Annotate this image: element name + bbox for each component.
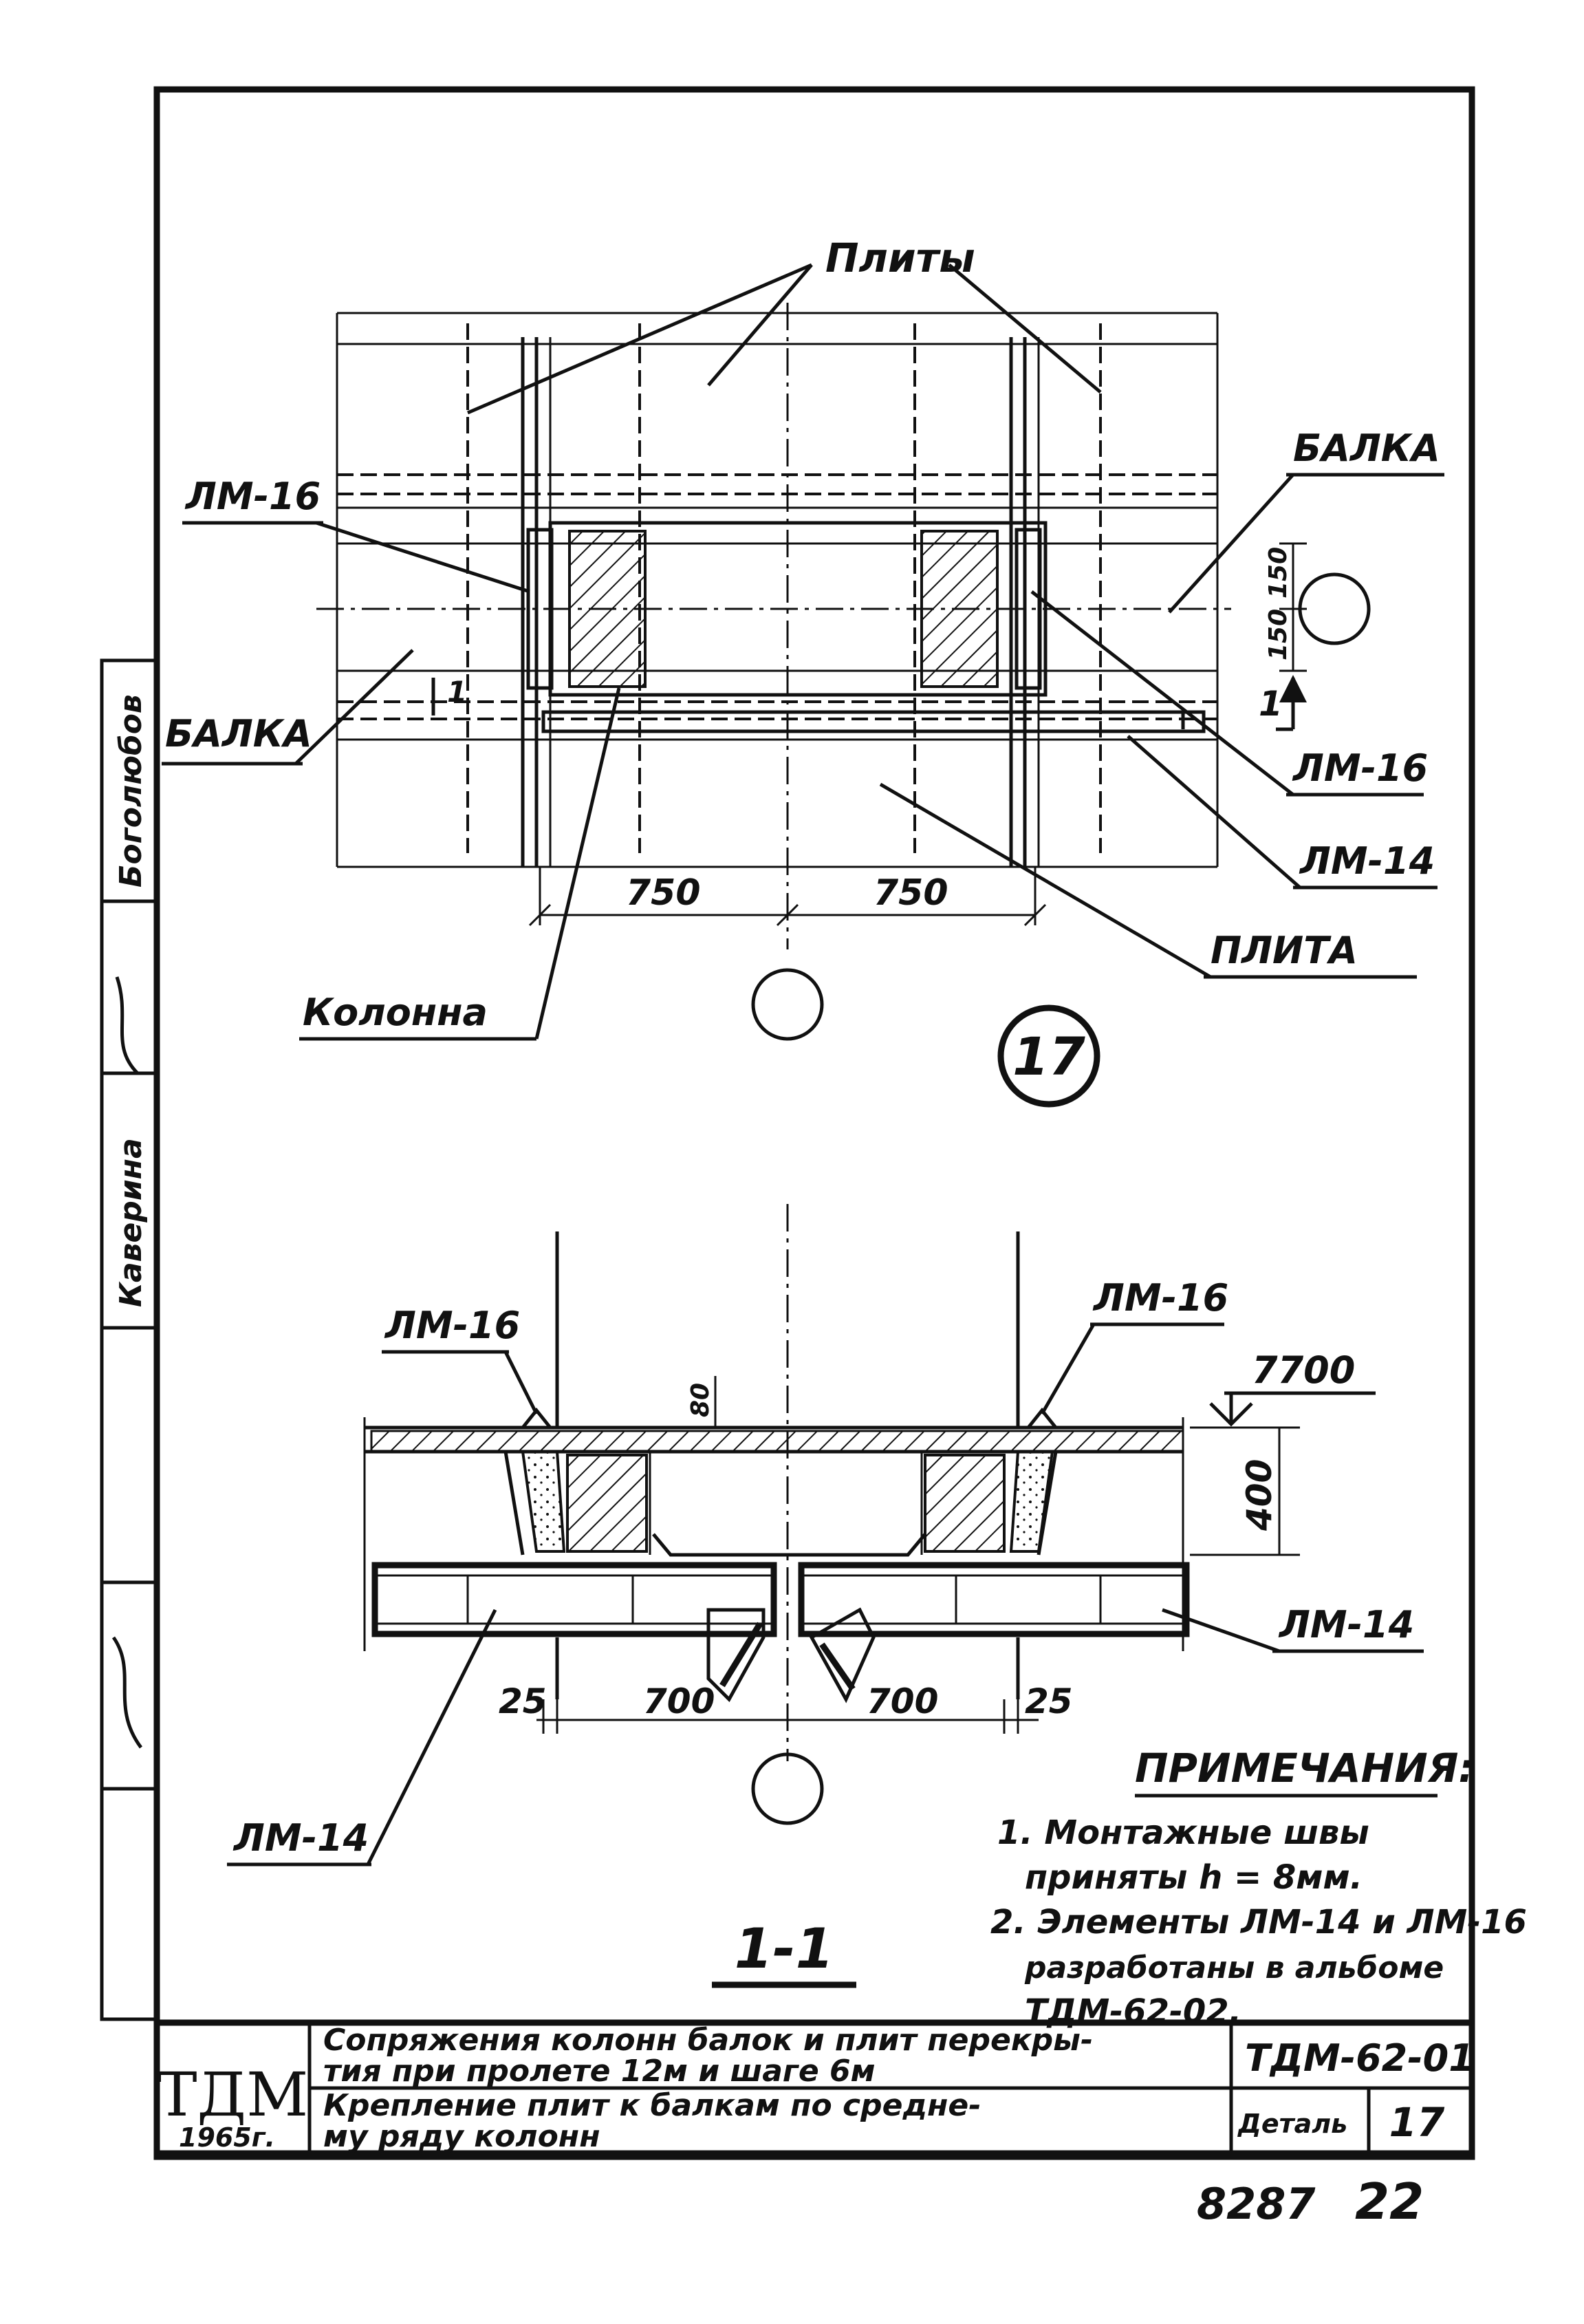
page-number: 22 <box>1355 2173 1424 2230</box>
note-line-1: 1. Монтажные швы <box>997 1814 1369 1852</box>
note-line-4: разработаны в альбоме <box>1024 1950 1444 1986</box>
label-plita: ПЛИТА <box>1211 929 1358 972</box>
detail-number: 17 <box>1012 1026 1085 1087</box>
label-balka-left: БАЛКА <box>165 712 312 755</box>
section-mark-right: 1 <box>1259 684 1283 724</box>
axis-marker-right <box>1298 572 1371 645</box>
label-balka-right: БАЛКА <box>1293 427 1440 470</box>
org-logo: ТДМ <box>157 2059 308 2130</box>
footer: 8287 22 <box>1197 2173 1424 2230</box>
section-label-lm14-right: ЛМ-14 <box>1278 1603 1414 1646</box>
sheet-code: 8287 <box>1197 2179 1316 2229</box>
plan-view: Плиты БАЛКА БАЛКА ЛМ-16 ЛМ-16 ЛМ-14 ПЛИТ… <box>162 235 1444 1108</box>
label-lm14: ЛМ-14 <box>1299 839 1435 883</box>
notes-heading: ПРИМЕЧАНИЯ: <box>1135 1745 1475 1792</box>
section-label-lm16-left: ЛМ-16 <box>384 1304 520 1347</box>
dim-700-left: 700 <box>643 1681 715 1721</box>
axis-marker-section <box>751 1752 824 1825</box>
section-title: 1-1 <box>735 1917 834 1981</box>
elevation-mark: 7700 <box>1252 1348 1355 1392</box>
note-line-3: 2. Элементы ЛМ-14 и ЛМ-16 <box>990 1903 1527 1941</box>
detail-label: Деталь <box>1237 2109 1347 2139</box>
subtitle-line-2: му ряду колонн <box>323 2119 600 2154</box>
dim-150-top: 150 <box>1264 547 1292 599</box>
dim-80: 80 <box>686 1383 715 1417</box>
dim-150-bottom: 150 <box>1264 609 1292 660</box>
detail-circle <box>997 1004 1100 1108</box>
section-mark-left: 1 <box>447 675 467 709</box>
label-lm16-right: ЛМ-16 <box>1292 746 1428 790</box>
notes-block: ПРИМЕЧАНИЯ: 1. Монтажные швы приняты h =… <box>990 1745 1527 2031</box>
section-label-lm16-right: ЛМ-16 <box>1092 1276 1228 1320</box>
label-plity: Плиты <box>825 235 975 281</box>
dim-750-right: 750 <box>874 872 948 914</box>
side-stamp: Боголюбов Каверина <box>100 658 159 2021</box>
axis-marker-plan <box>751 968 824 1041</box>
label-lm16-left: ЛМ-16 <box>184 475 321 518</box>
detail-value: 17 <box>1389 2099 1445 2146</box>
subtitle-line-1: Крепление плит к балкам по средне- <box>323 2088 981 2123</box>
section-label-lm14-left: ЛМ-14 <box>232 1816 369 1860</box>
dim-750-left: 750 <box>626 872 701 914</box>
dim-700-right: 700 <box>867 1681 938 1721</box>
title-line-2: тия при пролете 12м и шаге 6м <box>323 2054 876 2089</box>
note-line-2: приняты h = 8мм. <box>1025 1858 1363 1897</box>
title-line-1: Сопряжения колонн балок и плит перекры- <box>323 2023 1093 2058</box>
title-block: ТДМ 1965г. Сопряжения колонн балок и пли… <box>157 2019 1475 2157</box>
side-stamp-name-2: Каверина <box>113 1138 149 1307</box>
dim-25-left: 25 <box>499 1681 547 1721</box>
section-view: ЛМ-16 ЛМ-16 ЛМ-14 ЛМ-14 7700 400 80 25 7… <box>227 1204 1424 1988</box>
album-code: ТДМ-62-01 <box>1245 2036 1475 2080</box>
dim-25-right: 25 <box>1025 1681 1073 1721</box>
dim-400: 400 <box>1239 1459 1279 1531</box>
side-stamp-name-1: Боголюбов <box>113 694 149 887</box>
label-kolonna: Колонна <box>303 991 488 1034</box>
year: 1965г. <box>179 2122 275 2153</box>
